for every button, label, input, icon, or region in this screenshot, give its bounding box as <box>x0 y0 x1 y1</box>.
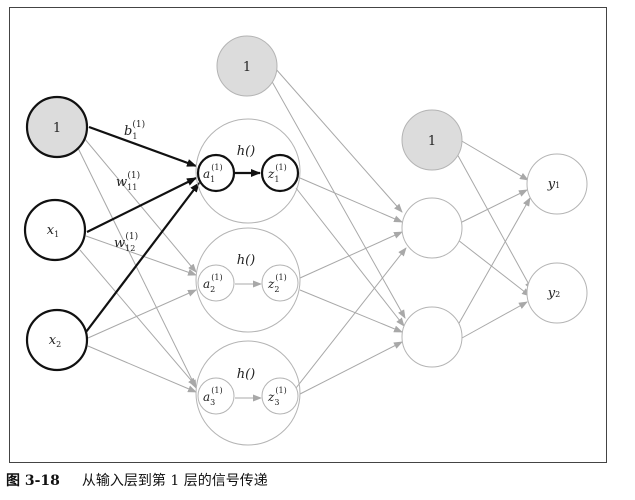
activation-label-2: h() <box>237 253 256 268</box>
hidden-a1-label: a1(1) <box>203 163 223 184</box>
edge-z1-n1 <box>299 177 403 223</box>
faint-connections <box>77 67 533 402</box>
edge-x1-a2 <box>85 235 197 276</box>
figure-caption: 图 3-18 从输入层到第 1 层的信号传递 <box>6 470 268 490</box>
edge-x2-a3 <box>87 345 197 393</box>
input-bias-node <box>25 95 89 159</box>
hidden-neuron-outlines <box>195 118 301 446</box>
edge-x1-a1 <box>86 177 197 233</box>
hidden-a2-node <box>197 264 235 302</box>
output-y1-label: y1 <box>547 177 560 192</box>
output-y2-node <box>526 262 588 324</box>
hidden-a2-label: a2(1) <box>203 273 223 294</box>
output-layer: y1 y2 <box>526 153 588 324</box>
input-x2-node <box>25 308 89 372</box>
edge-z2-n1 <box>299 231 403 279</box>
edge-bias-a1 <box>88 125 197 168</box>
edge-n2-y1 <box>457 197 531 326</box>
activation-label-1: h() <box>237 144 256 159</box>
hidden-a3-node <box>197 377 235 415</box>
input-bias-label: 1 <box>53 121 61 136</box>
hidden-bias-label: 1 <box>243 60 251 75</box>
output-y2-label: y2 <box>547 286 560 301</box>
input-x1-node <box>23 198 87 262</box>
hidden-neuron-3-outline <box>195 340 301 446</box>
edge-x1-a3 <box>79 249 197 387</box>
weight-w12-label: w12(1) <box>114 231 138 253</box>
edge-l2bias-y2 <box>455 151 533 291</box>
figure-frame <box>9 7 607 463</box>
edge-n1-y1 <box>461 189 528 223</box>
output-y1-node <box>526 153 588 215</box>
bold-connections <box>85 125 261 333</box>
edge-z2-n2 <box>299 289 403 333</box>
hidden-bias-node <box>216 35 278 97</box>
hidden-a3-label: a3(1) <box>203 386 223 407</box>
edge-z3-n1 <box>295 247 407 389</box>
edge-l2bias-y1 <box>459 139 529 181</box>
weight-w11-label: w11(1) <box>116 170 140 192</box>
edge-z1-n2 <box>295 187 405 327</box>
edge-n1-y2 <box>457 239 531 297</box>
hidden-layer: 1 h() a1(1) z1(1) h() a2(1) z2(1) h() a3… <box>196 35 300 415</box>
input-x1-label: x1 <box>47 223 59 239</box>
weight-labels: b1(1) w11(1) w12(1) <box>114 119 145 253</box>
input-x2-label: x2 <box>49 333 61 349</box>
layer2-bias-node <box>401 109 463 171</box>
figure-number: 图 3-18 <box>6 473 60 489</box>
edge-x2-a2 <box>87 289 197 339</box>
edge-hbias-n1 <box>274 67 403 213</box>
hidden-neuron-1-outline <box>195 118 301 224</box>
activation-label-3: h() <box>237 367 256 382</box>
hidden-z3-node <box>261 377 299 415</box>
edge-z3-n2 <box>299 341 403 395</box>
hidden-z2-node <box>261 264 299 302</box>
hidden-z3-label: z3(1) <box>267 386 287 407</box>
hidden-a1-node <box>196 153 236 193</box>
edge-bias-a3 <box>77 147 197 389</box>
hidden-neuron-2-outline <box>195 227 301 333</box>
layer2-neuron-2 <box>401 306 463 368</box>
layer2-neuron-1 <box>401 197 463 259</box>
input-layer: 1 x1 x2 <box>23 95 89 372</box>
hidden-z2-label: z2(1) <box>267 273 287 294</box>
edge-x2-a1 <box>85 182 200 333</box>
figure-caption-text: 从输入层到第 1 层的信号传递 <box>81 473 268 489</box>
weight-b1-label: b1(1) <box>124 119 145 141</box>
edge-n2-y2 <box>461 301 528 339</box>
hidden-z1-node <box>260 153 300 193</box>
layer2-bias-label: 1 <box>428 134 436 149</box>
second-layer: 1 <box>401 109 463 368</box>
hidden-z1-label: z1(1) <box>267 163 287 184</box>
